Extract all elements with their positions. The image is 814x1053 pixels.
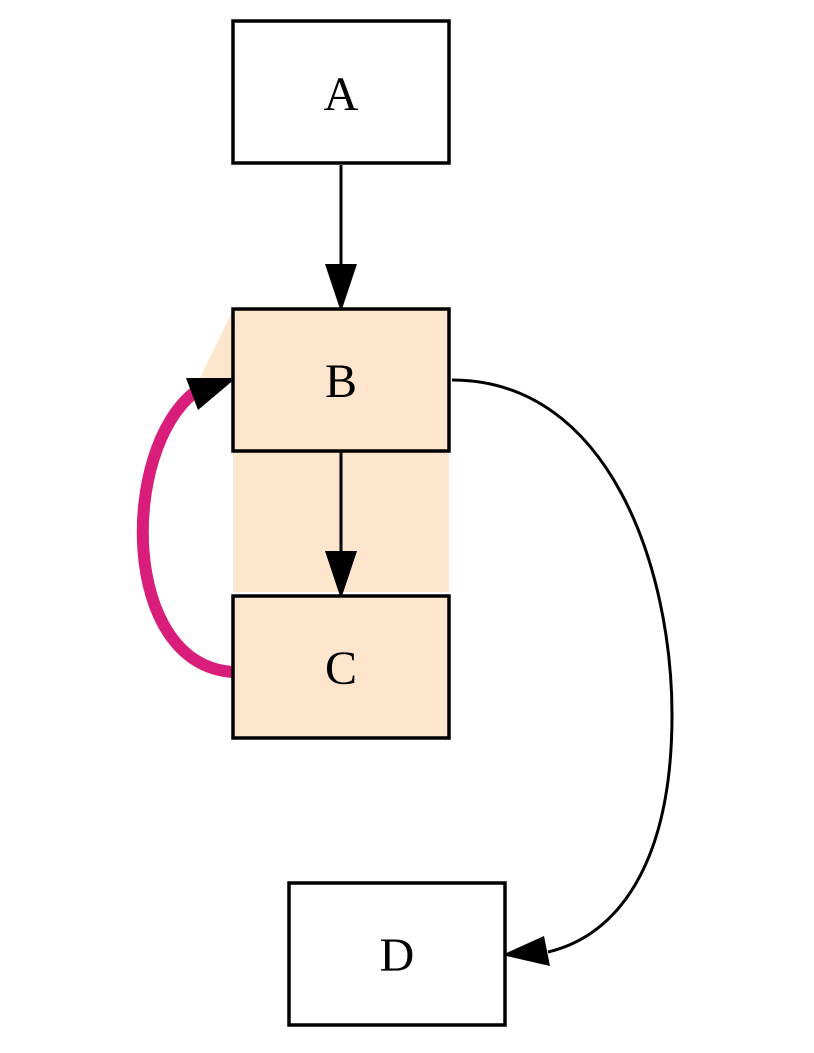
- node-c-box: [231, 594, 451, 740]
- node-a[interactable]: A: [231, 19, 451, 165]
- edge-b-to-d-curve: [451, 378, 674, 954]
- edge-a-to-b: [325, 165, 357, 312]
- node-d-label: D: [380, 929, 415, 982]
- node-b[interactable]: B: [231, 307, 451, 453]
- edge-c-to-b: [136, 378, 236, 678]
- edge-c-to-b-arrowhead: [186, 378, 236, 410]
- edge-a-to-b-arrowhead: [325, 264, 357, 312]
- edge-b-to-c: [325, 452, 357, 599]
- edge-c-to-b-curve: [136, 387, 234, 678]
- edge-b-to-c-arrowhead: [325, 551, 357, 599]
- edge-b-to-d-arrowhead: [502, 936, 550, 966]
- edge-b-to-d: [451, 378, 674, 966]
- node-d[interactable]: D: [287, 881, 507, 1027]
- node-a-label: A: [324, 68, 359, 121]
- node-c-label: C: [325, 642, 357, 695]
- node-a-box: [231, 19, 451, 165]
- node-d-box: [287, 881, 507, 1027]
- node-b-box: [231, 307, 451, 453]
- node-c[interactable]: C: [231, 594, 451, 740]
- node-b-label: B: [325, 355, 357, 408]
